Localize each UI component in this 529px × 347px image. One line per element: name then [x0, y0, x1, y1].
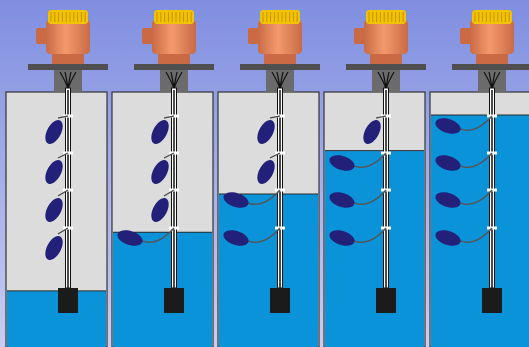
mount-plate	[28, 64, 108, 70]
float-switch-icon	[117, 230, 143, 246]
float-cable	[163, 115, 175, 119]
sensor-cap	[260, 10, 300, 24]
float-cable	[57, 189, 69, 197]
float-switch-icon	[435, 230, 461, 246]
float-switch-icon	[45, 120, 63, 144]
cable-gland	[248, 28, 260, 44]
float-cable	[269, 115, 281, 119]
sensor-cap	[366, 10, 406, 24]
float-cable	[351, 189, 387, 205]
float-cable	[163, 189, 175, 197]
level-sensor-icon	[46, 20, 90, 54]
sensor-neck	[370, 54, 402, 64]
float-cable	[163, 152, 175, 159]
liquid-fill	[7, 290, 106, 347]
cable-gland	[354, 28, 366, 44]
float-cable	[351, 152, 387, 168]
float-switch-icon	[223, 192, 249, 208]
float-switch-icon	[151, 160, 169, 184]
float-switch-icon	[329, 230, 355, 246]
mount-block	[372, 70, 400, 92]
sensor-cap	[154, 10, 194, 24]
float-cable	[457, 152, 493, 168]
mount-plate	[134, 64, 214, 70]
float-switch-icon	[257, 120, 275, 144]
float-switch-icon	[45, 198, 63, 222]
float-switch-icon	[435, 155, 461, 171]
liquid-fill	[325, 150, 424, 347]
float-switch-icon	[45, 160, 63, 184]
level-sensor-icon	[470, 20, 514, 54]
float-switch-icon	[257, 160, 275, 184]
sensor-neck	[52, 54, 84, 64]
float-cable	[245, 227, 281, 243]
weight-icon	[376, 288, 396, 313]
weight-icon	[270, 288, 290, 313]
float-cable	[57, 152, 69, 159]
sensor-cap	[48, 10, 88, 24]
float-switch-icon	[45, 236, 63, 260]
tank-5	[429, 10, 529, 347]
mount-plate	[346, 64, 426, 70]
float-switch-icon	[151, 198, 169, 222]
mount-block	[478, 70, 506, 92]
float-cable	[457, 189, 493, 205]
mount-plate	[452, 64, 529, 70]
tank-1	[5, 10, 108, 347]
tank-3	[217, 10, 320, 347]
float-cable	[351, 227, 387, 243]
cable-gland	[460, 28, 472, 44]
cable-gland	[36, 28, 48, 44]
level-sensor-icon	[364, 20, 408, 54]
float-switch-icon	[329, 192, 355, 208]
tank-4	[323, 10, 426, 347]
float-switch-icon	[435, 118, 461, 134]
sensor-neck	[264, 54, 296, 64]
cable-gland	[142, 28, 154, 44]
sensor-cap	[472, 10, 512, 24]
liquid-fill	[113, 232, 212, 347]
float-cable	[57, 227, 69, 235]
float-cable	[57, 115, 69, 119]
float-cable	[139, 227, 175, 243]
mount-block	[54, 70, 82, 92]
mount-block	[266, 70, 294, 92]
mount-plate	[240, 64, 320, 70]
liquid-fill	[219, 194, 318, 347]
float-cable	[245, 189, 281, 205]
float-switch-icon	[363, 120, 381, 144]
float-cable	[457, 227, 493, 243]
sensor-neck	[476, 54, 508, 64]
weight-icon	[482, 288, 502, 313]
float-switch-icon	[223, 230, 249, 246]
weight-icon	[164, 288, 184, 313]
tank-2	[111, 10, 214, 347]
float-cable	[269, 152, 281, 159]
float-switch-icon	[151, 120, 169, 144]
level-sensor-icon	[258, 20, 302, 54]
sensor-neck	[158, 54, 190, 64]
float-switch-icon	[435, 192, 461, 208]
float-cable	[457, 115, 493, 131]
float-switch-icon	[329, 155, 355, 171]
float-cable	[375, 115, 387, 119]
weight-icon	[58, 288, 78, 313]
level-sensor-icon	[152, 20, 196, 54]
mount-block	[160, 70, 188, 92]
